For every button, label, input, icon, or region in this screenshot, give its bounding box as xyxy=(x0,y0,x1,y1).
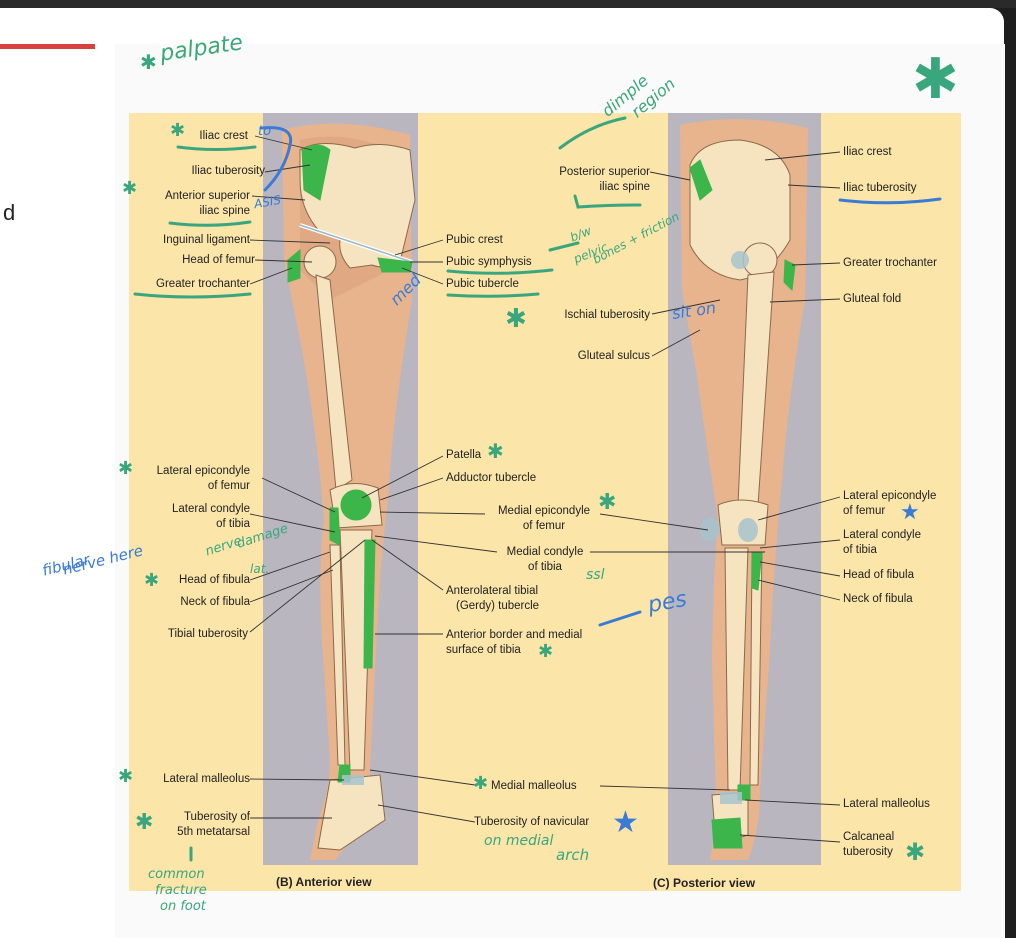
partial-text: d xyxy=(3,200,16,225)
label-gluteal-fold: Gluteal fold xyxy=(843,293,902,305)
label-lateral-condyle-posterior-line1: Lateral condyle xyxy=(843,529,921,541)
label-pubic-symphysis: Pubic symphysis xyxy=(446,256,532,268)
leader-lines xyxy=(249,135,841,843)
label-lateral-condyle-line2: of tibia xyxy=(216,518,250,530)
label-greater-trochanter-posterior: Greater trochanter xyxy=(843,257,937,269)
label-lateral-epicondyle-line1: Lateral epicondyle xyxy=(156,465,250,477)
label-pubic-crest: Pubic crest xyxy=(446,234,503,246)
label-asis-line1: Anterior superior xyxy=(164,190,250,202)
star-icon: ✱ xyxy=(905,838,926,866)
label-asis-line2: iliac spine xyxy=(199,205,251,217)
label-head-of-femur: Head of femur xyxy=(182,254,255,266)
label-tuberosity-5th-line2: 5th metatarsal xyxy=(177,826,250,838)
star-icon: ✱ xyxy=(505,304,527,334)
window-top-bar xyxy=(0,0,1016,8)
label-psis-line2: iliac spine xyxy=(599,181,651,193)
star-icon: ★ xyxy=(612,805,639,840)
label-tibial-tuberosity: Tibial tuberosity xyxy=(167,628,248,640)
label-medial-epicondyle-line1: Medial epicondyle xyxy=(497,505,591,517)
label-anterior-border-line1: Anterior border and medial xyxy=(446,629,583,641)
label-medial-epicondyle-line2: of femur xyxy=(522,520,566,532)
star-icon: ✱ xyxy=(122,178,138,199)
label-lateral-condyle-line1: Lateral condyle xyxy=(172,503,250,515)
star-icon: ✱ xyxy=(144,570,160,591)
star-icon: ✱ xyxy=(473,773,489,794)
star-icon: ✱ xyxy=(538,641,554,662)
note-common-line1: common xyxy=(148,867,205,882)
label-lateral-epicondyle-posterior-line2: of femur xyxy=(843,505,886,517)
label-gluteal-sulcus: Gluteal sulcus xyxy=(577,350,650,362)
label-neck-of-fibula-posterior: Neck of fibula xyxy=(843,593,913,605)
label-lateral-epicondyle-line2: of femur xyxy=(207,480,250,492)
star-icon: ✱ xyxy=(598,490,617,515)
label-head-of-fibula-posterior: Head of fibula xyxy=(843,569,914,581)
label-ischial-tuberosity: Ischial tuberosity xyxy=(564,309,650,321)
caption-anterior-view: (B) Anterior view xyxy=(276,875,372,889)
star-icon: ✱ xyxy=(140,50,157,74)
label-iliac-tuberosity: Iliac tuberosity xyxy=(191,165,265,177)
handwritten-marks xyxy=(133,116,942,862)
note-common-line2: fracture xyxy=(155,883,207,898)
label-gerdy-line2: (Gerdy) tubercle xyxy=(456,600,540,612)
label-calcaneal-line2: tuberosity xyxy=(843,846,893,858)
note-ssl: ssl xyxy=(586,567,605,583)
label-gerdy-line1: Anterolateral tibial xyxy=(446,585,539,597)
label-pubic-tubercle: Pubic tubercle xyxy=(446,278,519,290)
label-iliac-crest: Iliac crest xyxy=(199,130,248,142)
star-icon: ✱ xyxy=(118,766,134,787)
caption-posterior-view: (C) Posterior view xyxy=(653,876,756,890)
label-medial-condyle-line2: of tibia xyxy=(528,561,562,573)
label-neck-of-fibula: Neck of fibula xyxy=(180,596,250,608)
label-inguinal-ligament: Inguinal ligament xyxy=(163,234,250,246)
note-common-line3: on foot xyxy=(160,899,206,914)
star-icon: ✱ xyxy=(135,810,154,835)
label-lateral-malleolus-posterior: Lateral malleolus xyxy=(843,798,930,810)
label-patella: Patella xyxy=(446,449,482,461)
note-on-medial-line2: arch xyxy=(556,846,590,864)
label-calcaneal-line1: Calcaneal xyxy=(843,831,895,843)
star-icon: ✱ xyxy=(118,458,134,479)
posterior-skeleton xyxy=(689,139,791,846)
label-greater-trochanter: Greater trochanter xyxy=(156,278,250,290)
label-adductor-tubercle: Adductor tubercle xyxy=(446,472,537,484)
label-anterior-border-line2: surface of tibia xyxy=(446,644,521,656)
label-psis-line1: Posterior superior xyxy=(559,166,650,178)
note-lat: lat. xyxy=(250,562,270,576)
label-head-of-fibula: Head of fibula xyxy=(179,574,250,586)
note-to: to xyxy=(258,124,272,139)
label-medial-condyle-line1: Medial condyle xyxy=(506,546,584,558)
label-lateral-condyle-posterior-line2: of tibia xyxy=(843,544,877,556)
label-iliac-crest-posterior: Iliac crest xyxy=(843,146,892,158)
note-on-medial-line1: on medial xyxy=(484,833,554,849)
label-tuberosity-5th-line1: Tuberosity of xyxy=(183,811,250,823)
red-accent-line xyxy=(0,44,95,49)
label-lateral-malleolus: Lateral malleolus xyxy=(163,773,250,785)
star-icon: ✱ xyxy=(487,439,504,463)
star-icon: ★ xyxy=(900,500,920,525)
label-medial-malleolus: Medial malleolus xyxy=(491,780,577,792)
label-tuberosity-navicular: Tuberosity of navicular xyxy=(474,816,590,828)
star-icon: ✱ xyxy=(170,120,186,141)
label-iliac-tuberosity-posterior: Iliac tuberosity xyxy=(843,182,917,194)
star-icon: ✱ xyxy=(912,47,959,112)
label-lateral-epicondyle-posterior-line1: Lateral epicondyle xyxy=(843,490,937,502)
